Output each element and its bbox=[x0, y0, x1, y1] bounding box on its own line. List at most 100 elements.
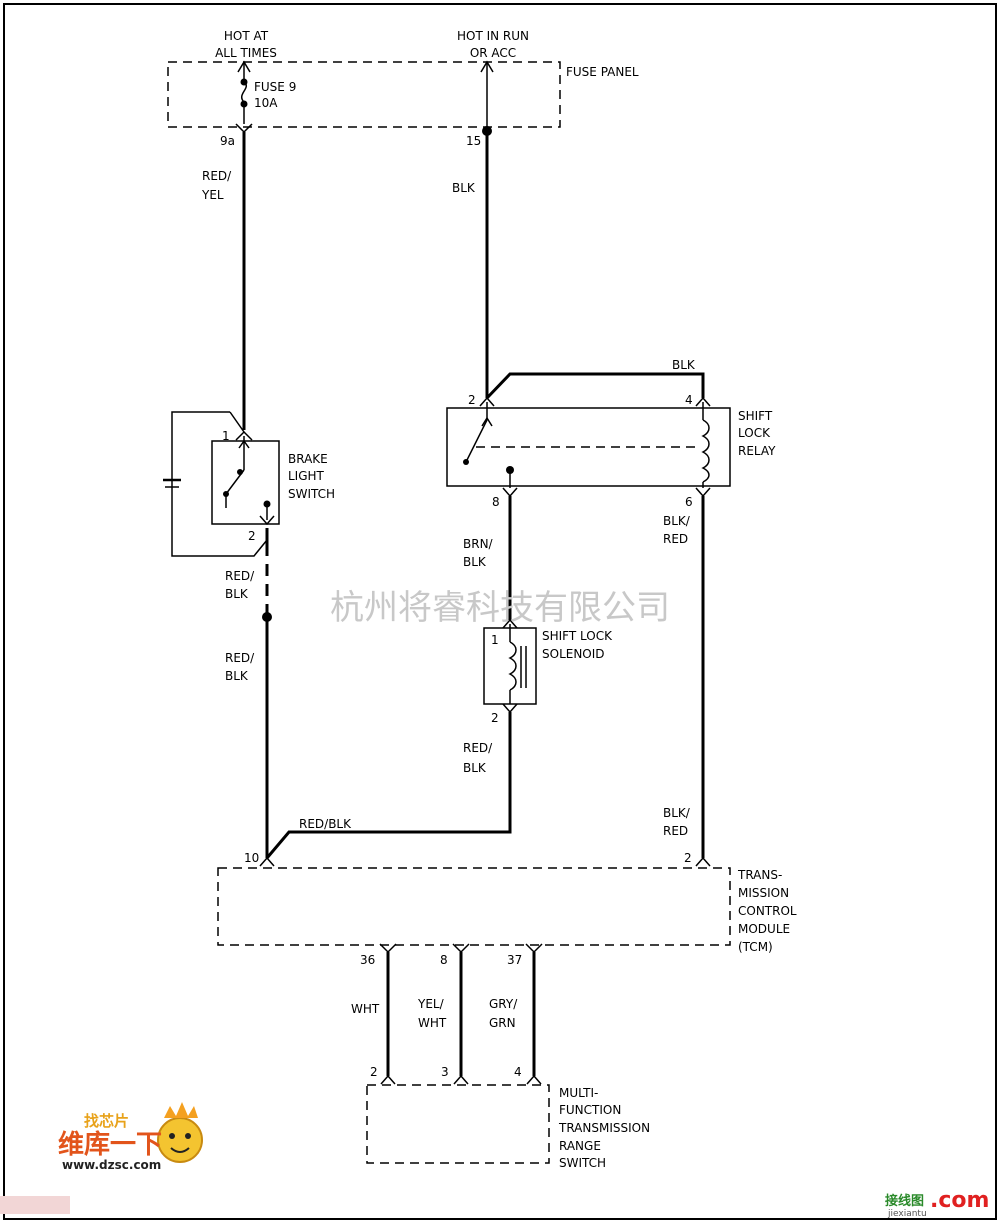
feed-hot-in-run-line2: OR ACC bbox=[470, 46, 516, 60]
fuse-element-icon bbox=[241, 81, 247, 103]
tcm-pin-2: 2 bbox=[684, 851, 692, 865]
relay-pin-4: 4 bbox=[685, 393, 693, 407]
range-label-1: MULTI- bbox=[559, 1086, 598, 1100]
brake-switch-pin-2-connector-icon bbox=[259, 515, 275, 526]
range-pin-2-connector-icon bbox=[380, 1074, 396, 1085]
solenoid-pin-1-connector-icon bbox=[502, 618, 518, 629]
solenoid-label-2: SOLENOID bbox=[542, 647, 605, 661]
brake-switch-pin-2: 2 bbox=[248, 529, 256, 543]
range-pin-3: 3 bbox=[441, 1065, 449, 1079]
tcm-pin-10: 10 bbox=[244, 851, 259, 865]
solenoid-label-1: SHIFT LOCK bbox=[542, 629, 613, 643]
wire-red-blk-2-label-1: RED/ bbox=[225, 651, 255, 665]
shift-lock-relay: 2 4 8 6 SHIFT LOCK RELAY bbox=[446, 393, 776, 509]
relay-switch-pivot bbox=[463, 459, 469, 465]
multi-function-range-switch: 2 3 4 MULTI- FUNCTION TRANSMISSION RANGE… bbox=[366, 1065, 650, 1170]
brake-switch-label-2: LIGHT bbox=[288, 469, 325, 483]
jiexiantu-logo: 接线图 .com jiexiantu bbox=[885, 1188, 989, 1219]
pin-9a-label: 9a bbox=[220, 134, 235, 148]
range-label-4: RANGE bbox=[559, 1139, 601, 1153]
relay-label-3: RELAY bbox=[738, 444, 776, 458]
range-pin-3-connector-icon bbox=[453, 1074, 469, 1085]
tcm-pin-37: 37 bbox=[507, 953, 522, 967]
relay-label-2: LOCK bbox=[738, 426, 771, 440]
wire-blk-red-1-label-1: BLK/ bbox=[663, 514, 691, 528]
solenoid-pin-2: 2 bbox=[491, 711, 499, 725]
relay-switch-blade bbox=[465, 419, 488, 463]
wire-yel-wht-label-2: WHT bbox=[418, 1016, 447, 1030]
fuse-name: FUSE 9 bbox=[254, 80, 296, 94]
tcm-label-5: (TCM) bbox=[738, 940, 773, 954]
wire-red-yel-label-1: RED/ bbox=[202, 169, 232, 183]
logo-cn-text: 维库一下 bbox=[58, 1129, 162, 1160]
logo-crown-icon bbox=[164, 1102, 198, 1118]
wire-red-blk-1-label-2: BLK bbox=[225, 587, 249, 601]
relay-pin-8-connector-icon bbox=[502, 487, 518, 498]
wire-gry-grn-label-1: GRY/ bbox=[489, 997, 518, 1011]
corner-cn-text: 接线图 bbox=[885, 1193, 924, 1209]
relay-pin-8: 8 bbox=[492, 495, 500, 509]
brake-switch-contact-top bbox=[237, 469, 243, 475]
tcm-pin-8-connector-icon bbox=[452, 943, 470, 954]
logo-top-text: 找芯片 bbox=[84, 1112, 129, 1130]
range-label-3: TRANSMISSION bbox=[558, 1121, 650, 1135]
range-pin-4-connector-icon bbox=[526, 1074, 542, 1085]
wire-blk-red-2-label-2: RED bbox=[663, 824, 688, 838]
solenoid-pin-2-connector-icon bbox=[502, 703, 518, 714]
wire-red-blk-1-label-1: RED/ bbox=[225, 569, 255, 583]
bottom-left-tag bbox=[0, 1196, 70, 1214]
feed-hot-at-all-times-line2: ALL TIMES bbox=[215, 46, 277, 60]
relay-pin-2: 2 bbox=[468, 393, 476, 407]
wire-gry-grn-label-2: GRN bbox=[489, 1016, 516, 1030]
relay-pin-6-connector-icon bbox=[695, 487, 711, 498]
fuse-panel: FUSE PANEL HOT AT ALL TIMES HOT IN RUN O… bbox=[167, 29, 639, 148]
dzsc-logo: 找芯片 维库一下 www.dzsc.com bbox=[58, 1102, 203, 1172]
fuse-rating: 10A bbox=[254, 96, 278, 110]
pin-15-label: 15 bbox=[466, 134, 481, 148]
tcm-pin-8: 8 bbox=[440, 953, 448, 967]
solenoid-coil-icon bbox=[508, 641, 517, 691]
range-pin-2: 2 bbox=[370, 1065, 378, 1079]
relay-pin-4-connector-icon bbox=[695, 396, 711, 407]
tcm-pin-36: 36 bbox=[360, 953, 375, 967]
relay-label-1: SHIFT bbox=[738, 409, 773, 423]
shift-lock-solenoid: 1 2 SHIFT LOCK SOLENOID bbox=[483, 618, 613, 725]
shift-lock-relay-box bbox=[446, 407, 731, 487]
wire-blk-red-1-label-2: RED bbox=[663, 532, 688, 546]
relay-coil-icon bbox=[701, 419, 710, 483]
tcm-pin-37-connector-icon bbox=[525, 943, 543, 954]
wire-blk-relay-jumper bbox=[485, 372, 705, 400]
brake-light-switch: 1 2 BRAKE LIGHT SWITCH bbox=[163, 411, 335, 557]
transmission-control-module: 10 2 36 8 37 TRANS- MISSION CONTROL MODU… bbox=[217, 851, 797, 967]
fuse-panel-box bbox=[167, 61, 561, 128]
tcm-box bbox=[217, 867, 731, 946]
brake-switch-linkage bbox=[171, 411, 268, 557]
connector-9a-icon bbox=[235, 123, 253, 134]
brake-light-switch-box bbox=[211, 440, 280, 525]
tcm-label-3: CONTROL bbox=[738, 904, 797, 918]
range-switch-box bbox=[366, 1084, 550, 1164]
wire-red-blk-solenoid bbox=[265, 712, 512, 859]
wire-red-blk-bottom-label: RED/BLK bbox=[299, 817, 352, 831]
brake-switch-arrow-icon bbox=[238, 439, 250, 449]
range-label-2: FUNCTION bbox=[559, 1103, 621, 1117]
tcm-pin-2-connector-icon bbox=[695, 856, 711, 867]
relay-pin-2-connector-icon bbox=[479, 396, 495, 407]
corner-url-text: jiexiantu bbox=[887, 1209, 927, 1219]
feed-hot-at-all-times-line1: HOT AT bbox=[224, 29, 269, 43]
relay-contact-arrow-icon bbox=[481, 416, 493, 427]
wire-red-yel-label-2: YEL bbox=[201, 188, 224, 202]
tcm-label-1: TRANS- bbox=[737, 868, 782, 882]
solenoid-pin-1: 1 bbox=[491, 633, 499, 647]
wire-blk-red-2-label-1: BLK/ bbox=[663, 806, 691, 820]
relay-pin-6: 6 bbox=[685, 495, 693, 509]
tcm-pin-36-connector-icon bbox=[379, 943, 397, 954]
wire-red-blk-3-label-1: RED/ bbox=[463, 741, 493, 755]
diagram-frame bbox=[3, 3, 997, 1220]
wire-red-blk-3-label-2: BLK bbox=[463, 761, 487, 775]
wire-blk-relay-label: BLK bbox=[672, 358, 696, 372]
wire-blk-top-label: BLK bbox=[452, 181, 476, 195]
fuse-panel-label: FUSE PANEL bbox=[566, 65, 639, 79]
wire-wht-label: WHT bbox=[351, 1002, 380, 1016]
